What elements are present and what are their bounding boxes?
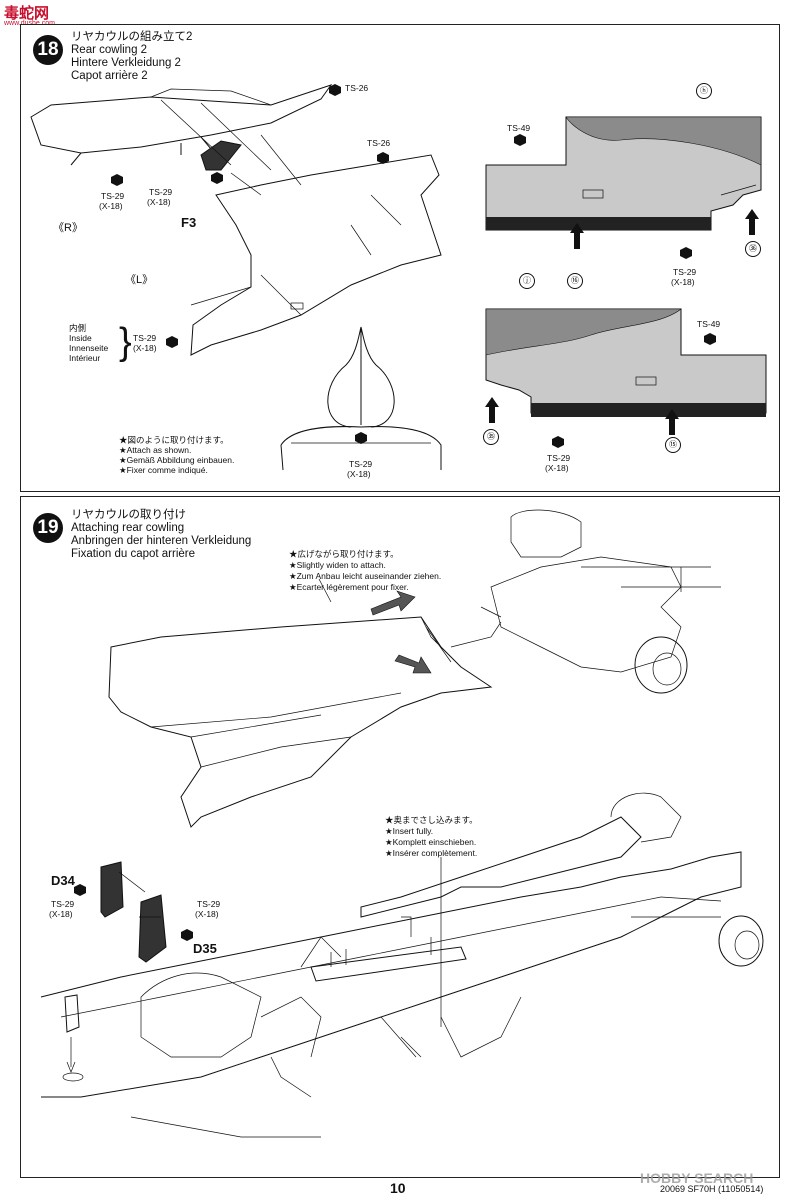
widen-note-fr: ★Ecarter légèrement pour fixer. bbox=[289, 582, 409, 592]
inside-bracket: } bbox=[119, 321, 132, 363]
inside-ja: 内側 bbox=[69, 323, 87, 333]
ts49-label-b: TS-49 bbox=[697, 319, 721, 329]
step-18-panel: 18 リヤカウルの組み立て2 Rear cowling 2 Hintere Ve… bbox=[20, 24, 780, 492]
product-code: 20069 SF70H (11050514) bbox=[660, 1184, 764, 1194]
insert-note-de: ★Komplett einschieben. bbox=[385, 837, 477, 847]
ts29-label-d: TS-29 bbox=[349, 459, 373, 469]
step-ref-16: ⑯ bbox=[567, 273, 583, 289]
site-logo-url: www.dushe.com bbox=[4, 20, 55, 27]
step-18-title-fr: Capot arrière 2 bbox=[71, 70, 148, 82]
site-logo: 毒蛇网 bbox=[4, 5, 50, 22]
x18-label-e: (X-18) bbox=[671, 277, 695, 287]
page-number: 10 bbox=[390, 1180, 406, 1196]
decal-h-label: ⓗ bbox=[696, 83, 712, 99]
attach-note-en: ★Attach as shown. bbox=[119, 445, 192, 455]
attach-note-de: ★Gemäß Abbildung einbauen. bbox=[119, 455, 235, 465]
rear-cowling-drawing-18 bbox=[30, 84, 767, 471]
part-f3-label: F3 bbox=[181, 215, 197, 230]
part-d34-label: D34 bbox=[51, 873, 75, 888]
step-19-title-de: Anbringen der hinteren Verkleidung bbox=[71, 535, 252, 547]
step-19-number: 19 bbox=[33, 513, 63, 543]
x18-label-b: (X-18) bbox=[147, 197, 171, 207]
insert-note-en: ★Insert fully. bbox=[385, 826, 434, 836]
ts29-label-s19a: TS-29 bbox=[51, 899, 75, 909]
x18-label-s19b: (X-18) bbox=[195, 909, 219, 919]
ts49-label-a: TS-49 bbox=[507, 123, 531, 133]
x18-label-d: (X-18) bbox=[347, 469, 371, 479]
ts29-label-b: TS-29 bbox=[149, 187, 173, 197]
right-side-label: 《R》 bbox=[53, 222, 83, 234]
ts29-label-f: TS-29 bbox=[547, 453, 571, 463]
widen-note-de: ★Zum Anbau leicht auseinander ziehen. bbox=[289, 571, 442, 581]
step-18-title-en: Rear cowling 2 bbox=[71, 44, 148, 56]
part-d35-label: D35 bbox=[193, 941, 217, 956]
widen-note-en: ★Slightly widen to attach. bbox=[289, 560, 386, 570]
insert-note-ja: ★奥までさし込みます。 bbox=[385, 815, 478, 825]
inside-fr: Intérieur bbox=[69, 353, 101, 363]
step-18-title-ja: リヤカウルの組み立て2 bbox=[71, 31, 193, 43]
left-side-label: 《L》 bbox=[125, 274, 154, 286]
step-19-title-en: Attaching rear cowling bbox=[71, 522, 185, 534]
attach-note-fr: ★Fixer comme indiqué. bbox=[119, 465, 208, 475]
ts29-label-c: TS-29 bbox=[133, 333, 157, 343]
ts26-label-a: TS-26 bbox=[345, 83, 369, 93]
insert-note-fr: ★Insérer complètement. bbox=[385, 848, 478, 858]
step-19-title-ja: リヤカウルの取り付け bbox=[71, 509, 186, 521]
step-ref-36: ㊱ bbox=[745, 241, 761, 257]
x18-label-f: (X-18) bbox=[545, 463, 569, 473]
step-19-panel: 19 リヤカウルの取り付け Attaching rear cowling Anb… bbox=[20, 496, 780, 1178]
step-18-number: 18 bbox=[33, 35, 63, 65]
ts26-label-b: TS-26 bbox=[367, 138, 391, 148]
decal-j-label: ⓙ bbox=[519, 273, 535, 289]
rear-cowling-attach-drawing-19 bbox=[40, 509, 764, 1138]
x18-label-c: (X-18) bbox=[133, 343, 157, 353]
x18-label-s19a: (X-18) bbox=[49, 909, 73, 919]
step-ref-15: ⑮ bbox=[665, 437, 681, 453]
watermark-text: HOBBY SEARCH bbox=[640, 1170, 754, 1186]
ts29-label-a: TS-29 bbox=[101, 191, 125, 201]
ts29-label-e: TS-29 bbox=[673, 267, 697, 277]
inside-en: Inside bbox=[69, 333, 92, 343]
x18-label-a: (X-18) bbox=[99, 201, 123, 211]
attach-note-ja: ★図のように取り付けます。 bbox=[119, 435, 229, 445]
inside-de: Innenseite bbox=[69, 343, 109, 353]
widen-note-ja: ★広げながら取り付けます。 bbox=[289, 549, 399, 559]
step-19-title-fr: Fixation du capot arrière bbox=[71, 548, 196, 560]
step-ref-35: ㉟ bbox=[483, 429, 499, 445]
ts29-label-s19b: TS-29 bbox=[197, 899, 221, 909]
step-18-title-de: Hintere Verkleidung 2 bbox=[71, 57, 181, 69]
